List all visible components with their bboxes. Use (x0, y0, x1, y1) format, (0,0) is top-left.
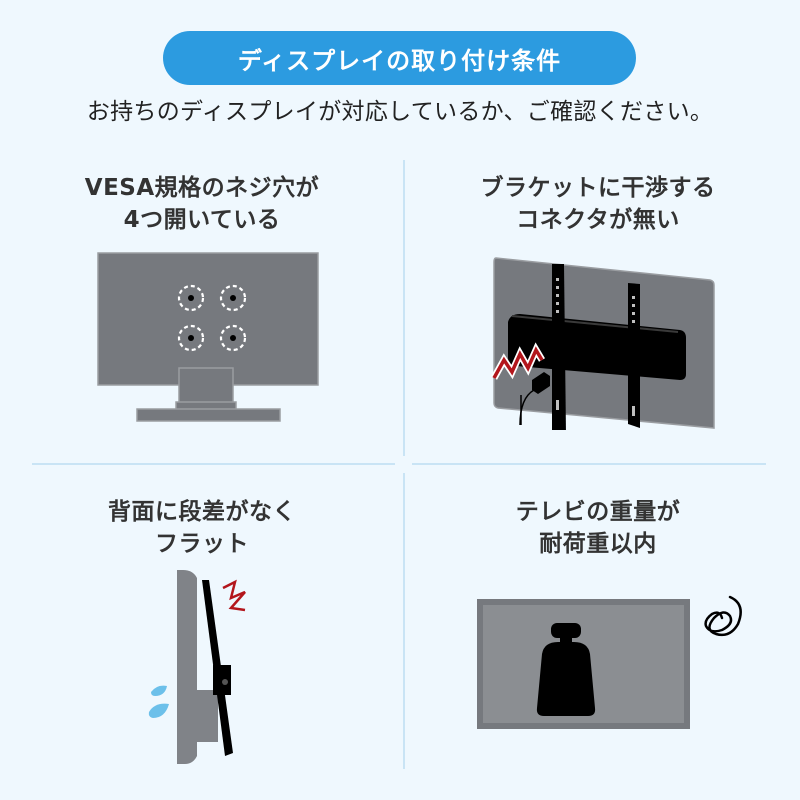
page-title: ディスプレイの取り付け条件 (237, 46, 562, 75)
wall-bracket-connector-interference-icon (490, 257, 715, 430)
monitor-side-flat-back-icon (148, 570, 246, 764)
divider-vertical-top (403, 160, 405, 456)
wobble-spiral-icon (704, 595, 742, 637)
condition-flat-back-title: 背面に段差がなく フラット (108, 499, 296, 557)
divider-horizontal-right (412, 463, 766, 465)
monitor-back-vesa-holes-icon (97, 252, 319, 422)
header-title-pill: ディスプレイの取り付け条件 (163, 31, 636, 85)
condition-connector-title: ブラケットに干渉する コネクタが無い (480, 175, 716, 233)
page-subtitle: お持ちのディスプレイが対応しているか、ご確認ください。 (86, 99, 714, 125)
divider-vertical-bottom (403, 473, 405, 769)
weight-load-icon (477, 599, 690, 729)
cable-icon (520, 395, 522, 425)
divider-horizontal-left (32, 463, 395, 465)
condition-weight-title: テレビの重量が 耐荷重以内 (515, 499, 681, 557)
condition-vesa-title: VESA規格のネジ穴が 4つ開いている (84, 175, 320, 233)
